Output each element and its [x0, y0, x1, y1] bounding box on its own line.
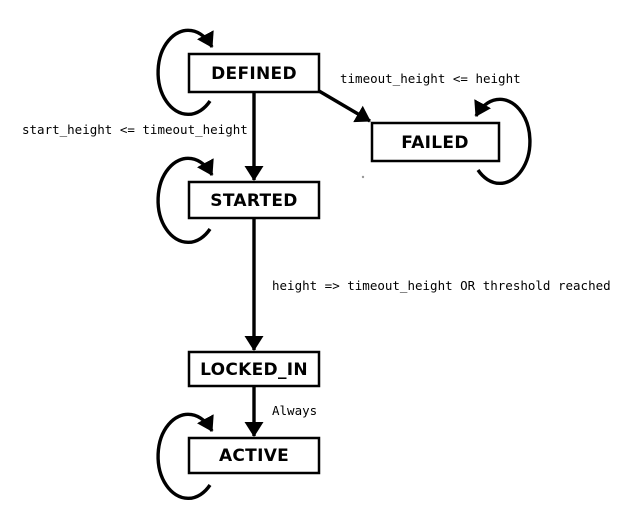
state-label-failed: FAILED	[401, 133, 469, 153]
self-loop-active	[156, 412, 214, 500]
state-box-active	[187, 436, 321, 475]
state-box-defined	[187, 52, 321, 94]
transition-label-defined-to-failed: timeout_height <= height	[340, 71, 521, 86]
transition-arrow-defined-to-failed	[318, 89, 371, 123]
state-label-started: STARTED	[210, 191, 297, 211]
state-box-locked-in	[187, 350, 321, 388]
transition-label-defined-to-started: start_height <= timeout_height	[22, 122, 248, 137]
state-box-failed	[370, 121, 501, 163]
state-label-locked-in: LOCKED_IN	[200, 360, 308, 380]
transition-label-locked-in-to-active: Always	[272, 403, 317, 418]
transition-label-started-to-locked-in: height => timeout_height OR threshold re…	[272, 278, 611, 293]
state-label-active: ACTIVE	[219, 446, 289, 466]
self-loop-failed	[474, 97, 532, 185]
stray-dot	[361, 175, 365, 179]
self-loop-defined	[156, 28, 214, 116]
self-loop-started	[156, 156, 214, 244]
state-box-started	[187, 180, 321, 220]
state-label-defined: DEFINED	[211, 64, 297, 84]
